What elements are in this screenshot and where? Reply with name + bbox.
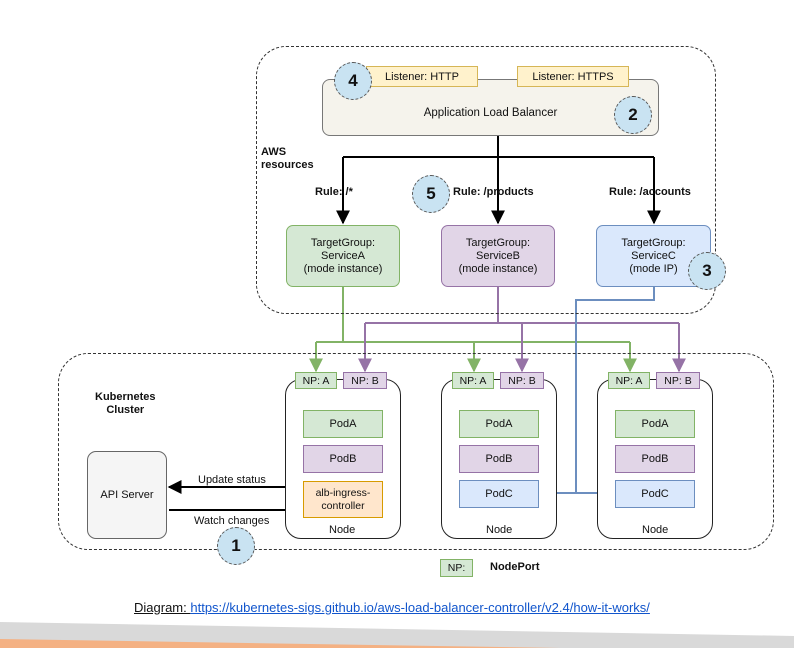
cluster-label-line1: Kubernetes xyxy=(95,391,156,403)
node-2-podc: PodC xyxy=(459,480,539,508)
node-1-podb: PodB xyxy=(303,445,383,473)
aws-label-line1: AWS xyxy=(261,146,287,158)
alb-label: Application Load Balancer xyxy=(423,106,558,119)
caption-prefix: Diagram: xyxy=(134,600,191,615)
step-badge-3: 3 xyxy=(688,252,726,290)
rule-serviceb-label: Rule: /products xyxy=(453,186,534,198)
targetgroup-servicea: TargetGroup: ServiceA (mode instance) xyxy=(286,225,400,287)
alb-ingress-controller: alb-ingress- controller xyxy=(303,481,383,518)
node-3-podb: PodB xyxy=(615,445,695,473)
step-badge-5: 5 xyxy=(412,175,450,213)
bottom-band-orange xyxy=(0,639,560,648)
listener-http: Listener: HTTP xyxy=(366,66,478,87)
watch-changes-label: Watch changes xyxy=(194,515,270,527)
node-2-np-b: NP: B xyxy=(500,372,544,389)
listener-http-label: Listener: HTTP xyxy=(385,70,459,83)
tga-line3: (mode instance) xyxy=(303,262,383,275)
step-badge-4: 4 xyxy=(334,62,372,100)
node-2-podb: PodB xyxy=(459,445,539,473)
controller-line1: alb-ingress- xyxy=(315,486,371,499)
listener-https: Listener: HTTPS xyxy=(517,66,629,87)
legend-nodeport-text: NodePort xyxy=(490,561,540,573)
node-3-np-a: NP: A xyxy=(608,372,650,389)
node-1-label: Node xyxy=(329,524,356,536)
cluster-label-line2: Cluster xyxy=(106,404,145,416)
node-1-poda: PodA xyxy=(303,410,383,438)
targetgroup-serviceb: TargetGroup: ServiceB (mode instance) xyxy=(441,225,555,287)
kubernetes-cluster-label: Kubernetes Cluster xyxy=(95,391,156,417)
step-badge-2: 2 xyxy=(614,96,652,134)
node-2-poda: PodA xyxy=(459,410,539,438)
node-3-poda: PodA xyxy=(615,410,695,438)
servicea-nodeport-connectors xyxy=(309,287,637,373)
api-server: API Server xyxy=(87,451,167,539)
controller-line2: controller xyxy=(321,499,365,512)
legend-nodeport-swatch: NP: xyxy=(440,559,473,577)
tga-line2: ServiceA xyxy=(320,249,366,262)
tgc-line3: (mode IP) xyxy=(629,262,678,275)
tgc-line2: ServiceC xyxy=(631,249,676,262)
kubernetes-cluster-region xyxy=(58,353,774,550)
controller-api-arrows xyxy=(167,480,305,517)
bottom-band-grey xyxy=(0,622,794,648)
update-status-label: Update status xyxy=(198,474,266,486)
listener-https-label: Listener: HTTPS xyxy=(532,70,614,83)
node-3-podc: PodC xyxy=(615,480,695,508)
node-1-np-b: NP: B xyxy=(343,372,387,389)
node-3-np-b: NP: B xyxy=(656,372,700,389)
tgb-line1: TargetGroup: xyxy=(465,236,531,249)
node-1-np-a: NP: A xyxy=(295,372,337,389)
rule-servicec-label: Rule: /accounts xyxy=(609,186,691,198)
diagram-caption: Diagram: https://kubernetes-sigs.github.… xyxy=(134,600,650,615)
tgb-line3: (mode instance) xyxy=(458,262,538,275)
aws-label-line2: resources xyxy=(261,159,314,171)
caption-link[interactable]: https://kubernetes-sigs.github.io/aws-lo… xyxy=(190,600,650,615)
application-load-balancer: Application Load Balancer xyxy=(322,79,659,136)
aws-resources-region xyxy=(256,46,716,314)
api-server-label: API Server xyxy=(100,489,154,501)
rule-servicea-label: Rule: /* xyxy=(315,186,353,198)
aws-resources-label: AWS resources xyxy=(261,146,314,172)
node-3-label: Node xyxy=(642,524,669,536)
node-2-np-a: NP: A xyxy=(452,372,494,389)
step-badge-1: 1 xyxy=(217,527,255,565)
tgc-line1: TargetGroup: xyxy=(621,236,686,249)
tgb-line2: ServiceB xyxy=(475,249,521,262)
alb-rule-arrows xyxy=(336,136,661,225)
node-2-label: Node xyxy=(486,524,513,536)
serviceb-nodeport-connectors xyxy=(358,287,686,373)
tga-line1: TargetGroup: xyxy=(310,236,376,249)
